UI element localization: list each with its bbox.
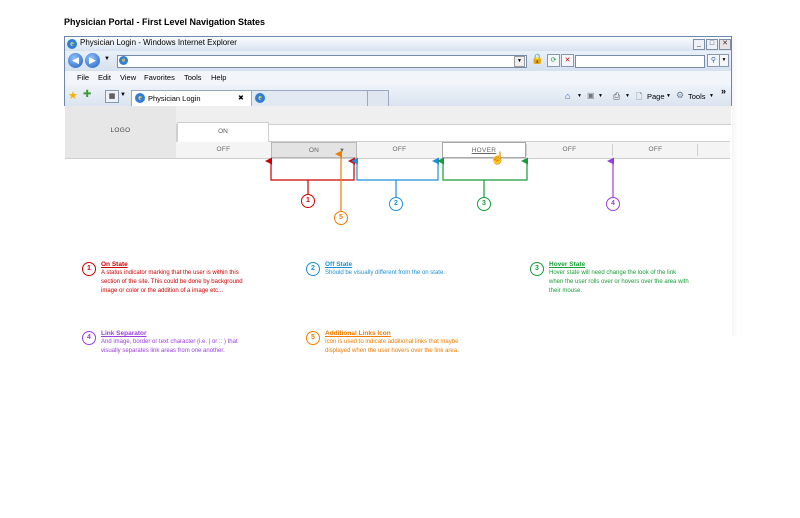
legend-desc-hover-state: Hover state will need change the look of… bbox=[549, 269, 689, 296]
legend-num-2: 2 bbox=[306, 262, 320, 276]
on-state-tab[interactable]: ON bbox=[177, 122, 269, 142]
nav-hover-label: HOVER bbox=[471, 147, 497, 154]
menu-view[interactable]: View bbox=[120, 73, 137, 82]
tab-ie-icon: e bbox=[135, 93, 145, 103]
feeds-icon[interactable]: ▣ bbox=[587, 91, 595, 100]
feeds-dropdown-icon[interactable]: ▼ bbox=[598, 93, 603, 99]
search-input[interactable] bbox=[575, 55, 705, 68]
nav-item-off-4[interactable]: OFF bbox=[648, 146, 663, 153]
callout-2: 2 bbox=[389, 197, 403, 211]
address-input[interactable]: e ▼ bbox=[117, 55, 527, 68]
callout-1: 1 bbox=[301, 194, 315, 208]
link-separator bbox=[612, 144, 613, 156]
search-options-icon[interactable]: ▼ bbox=[719, 54, 729, 67]
menu-edit[interactable]: Edit bbox=[98, 73, 111, 82]
logo-text: LOGO bbox=[110, 127, 131, 134]
nav-on-label: ON bbox=[308, 147, 320, 154]
desc-line: visually separates link areas from one a… bbox=[101, 348, 225, 354]
ie-icon: e bbox=[67, 39, 77, 49]
recent-pages-dropdown-icon[interactable]: ▼ bbox=[104, 56, 110, 62]
new-tab-ie-icon: e bbox=[255, 93, 265, 103]
close-tab-icon[interactable]: ✖ bbox=[238, 95, 244, 102]
legend-title-link-separator: Link Separator bbox=[101, 330, 147, 337]
legend-desc-off-state: Should be visually different from the on… bbox=[325, 269, 445, 278]
on-tab-label: ON bbox=[218, 128, 228, 135]
tab-list-dropdown-icon[interactable]: ▼ bbox=[120, 92, 126, 98]
desc-line: A status indicator marking that the user… bbox=[101, 270, 239, 276]
address-dropdown-icon[interactable]: ▼ bbox=[514, 56, 525, 67]
header-strip bbox=[176, 106, 731, 125]
nav-item-off-2[interactable]: OFF bbox=[392, 146, 407, 153]
link-separator bbox=[526, 144, 527, 156]
home-dropdown-icon[interactable]: ▼ bbox=[577, 93, 582, 99]
print-icon[interactable]: ⎙ bbox=[613, 91, 621, 101]
desc-line: displayed when the user hovers over the … bbox=[325, 348, 459, 354]
tab-physician-login[interactable]: e Physician Login ✖ bbox=[131, 90, 253, 106]
lock-icon: 🔒 bbox=[531, 54, 544, 65]
legend-num-3: 3 bbox=[530, 262, 544, 276]
legend-desc-link-separator: And image, border or text character (i.e… bbox=[101, 338, 238, 356]
tools-menu[interactable]: Tools bbox=[688, 92, 706, 101]
nav-item-off-3[interactable]: OFF bbox=[562, 146, 577, 153]
legend-title-hover-state: Hover State bbox=[549, 261, 586, 268]
desc-line: their mouse. bbox=[549, 288, 583, 294]
link-separator bbox=[697, 144, 698, 156]
logo[interactable]: LOGO bbox=[65, 106, 177, 158]
toolbar-overflow-icon[interactable]: » bbox=[721, 86, 727, 96]
callout-3: 3 bbox=[477, 197, 491, 211]
connector-off-state bbox=[351, 157, 440, 197]
legend-title-on-state: On State bbox=[101, 261, 128, 268]
window-title: Physician Login - Windows Internet Explo… bbox=[80, 38, 237, 47]
connector-on-state bbox=[265, 157, 356, 194]
page-dropdown-icon[interactable]: ▼ bbox=[666, 93, 671, 99]
print-dropdown-icon[interactable]: ▼ bbox=[625, 93, 630, 99]
desc-line: when the user rolls over or hovers over … bbox=[549, 279, 689, 285]
desc-line: Icon is used to indicate additional link… bbox=[325, 339, 459, 345]
window-shadow bbox=[732, 36, 738, 336]
desc-line: section of the site. This could be done … bbox=[101, 279, 243, 285]
home-icon[interactable]: ⌂ bbox=[565, 91, 571, 101]
favorites-star-icon[interactable]: ★ bbox=[68, 90, 78, 102]
back-icon[interactable]: ◀ bbox=[68, 53, 83, 68]
menu-favorites[interactable]: Favorites bbox=[144, 73, 175, 82]
quick-tabs-icon[interactable]: ▦ bbox=[105, 90, 119, 103]
legend-title-off-state: Off State bbox=[325, 261, 353, 268]
legend-desc-on-state: A status indicator marking that the user… bbox=[101, 269, 243, 296]
maximize-button[interactable]: □ bbox=[706, 39, 718, 50]
title-bar: e Physician Login - Windows Internet Exp… bbox=[65, 37, 731, 51]
address-toolbar: ◀ ▶ ▼ e ▼ 🔒 ⟳ ✕ ⚲ ▼ bbox=[65, 51, 731, 71]
menu-file[interactable]: File bbox=[77, 73, 90, 82]
desc-line: image or color or the addition of a imag… bbox=[101, 288, 224, 294]
page-menu[interactable]: Page bbox=[647, 92, 665, 101]
desc-line: And image, border or text character (i.e… bbox=[101, 339, 238, 345]
page-icon: 🗋 bbox=[636, 92, 643, 101]
nav-item-off-1[interactable]: OFF bbox=[216, 146, 231, 153]
tab-label: Physician Login bbox=[148, 94, 201, 103]
page-title: Physician Portal - First Level Navigatio… bbox=[64, 17, 266, 27]
desc-line: Hover state will need change the look of… bbox=[549, 270, 677, 276]
legend-num-5: 5 bbox=[306, 331, 320, 345]
callout-4: 4 bbox=[606, 197, 620, 211]
refresh-icon[interactable]: ⟳ bbox=[547, 54, 560, 67]
stop-icon[interactable]: ✕ bbox=[561, 54, 574, 67]
header-bottom-border bbox=[65, 158, 177, 159]
connector-hover-state bbox=[437, 157, 529, 197]
desc-line: Should be visually different from the on… bbox=[325, 270, 445, 276]
legend-desc-additional-links: Icon is used to indicate additional link… bbox=[325, 338, 459, 356]
tab-bar: ★ ✚ ▦ ▼ e Physician Login ✖ e ⌂ ▼ ▣ ▼ ⎙ … bbox=[65, 85, 731, 108]
menu-tools[interactable]: Tools bbox=[184, 73, 202, 82]
legend-num-1: 1 bbox=[82, 262, 96, 276]
add-favorites-icon[interactable]: ✚ bbox=[83, 89, 92, 100]
legend-title-additional-links: Additional Links Icon bbox=[325, 330, 391, 337]
legend-num-4: 4 bbox=[82, 331, 96, 345]
page-ie-icon: e bbox=[119, 56, 128, 65]
close-window-button[interactable]: ✕ bbox=[719, 39, 731, 50]
gear-icon: ⚙ bbox=[676, 90, 685, 100]
callout-5: 5 bbox=[334, 211, 348, 225]
menu-help[interactable]: Help bbox=[211, 73, 227, 82]
forward-icon[interactable]: ▶ bbox=[85, 53, 100, 68]
tools-dropdown-icon[interactable]: ▼ bbox=[709, 93, 714, 99]
minimize-button[interactable]: _ bbox=[693, 39, 705, 50]
